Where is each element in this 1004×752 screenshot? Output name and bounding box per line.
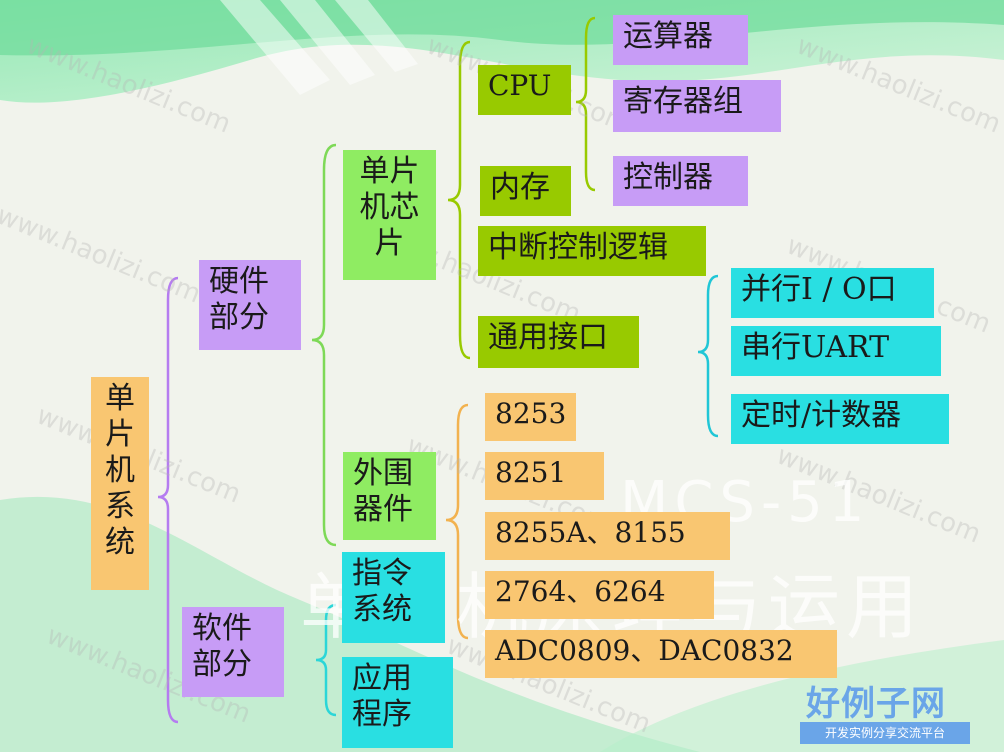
node-peripheral-8253: 8253 <box>485 393 576 441</box>
node-peripheral-8255a-8155: 8255A、8155 <box>485 512 730 560</box>
node-hardware: 硬件 部分 <box>199 260 301 350</box>
site-logo: 好例子网 <box>806 684 946 724</box>
node-parallel-io: 并行I / O口 <box>731 268 934 318</box>
node-instruction: 指令 系统 <box>342 552 445 643</box>
node-memory: 内存 <box>480 166 571 216</box>
node-timer: 定时/计数器 <box>731 394 949 444</box>
node-software: 软件 部分 <box>182 607 284 697</box>
node-application: 应用 程序 <box>342 657 453 748</box>
node-interrupt: 中断控制逻辑 <box>478 226 706 276</box>
node-peripheral-adc-dac: ADC0809、DAC0832 <box>485 630 837 678</box>
node-general-io: 通用接口 <box>478 316 639 368</box>
site-logo-tagline: 开发实例分享交流平台 <box>800 722 970 744</box>
node-peripheral-2764-6264: 2764、6264 <box>485 571 714 619</box>
node-root: 单 片 机 系 统 <box>91 377 149 590</box>
node-controller: 控制器 <box>613 156 748 206</box>
node-peripheral-8251: 8251 <box>485 452 604 500</box>
node-cpu: CPU <box>478 65 571 115</box>
node-registers: 寄存器组 <box>613 80 781 132</box>
node-peripheral: 外围 器件 <box>343 452 436 540</box>
node-chip: 单片 机芯 片 <box>343 150 436 280</box>
node-serial-uart: 串行UART <box>731 326 941 376</box>
node-alu: 运算器 <box>613 15 748 65</box>
